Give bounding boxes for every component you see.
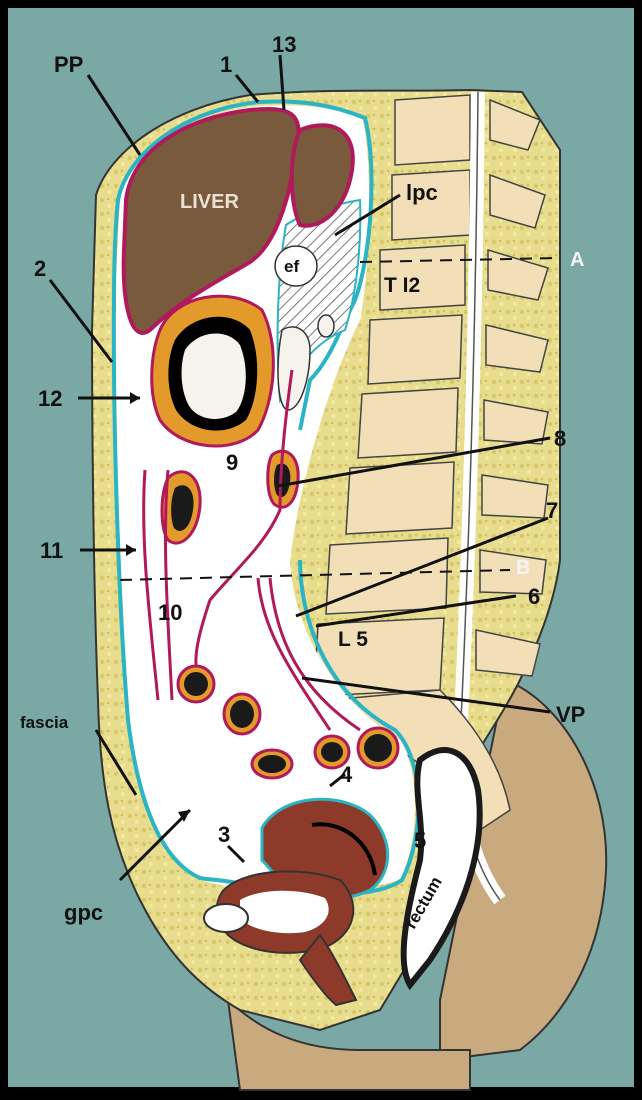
label-liver: LIVER (180, 191, 239, 213)
label-l5: L 5 (338, 628, 368, 651)
label-3: 3 (218, 822, 230, 847)
label-pp: PP (54, 52, 83, 77)
label-lpc: lpc (406, 180, 438, 205)
label-10: 10 (158, 600, 182, 625)
label-4: 4 (340, 762, 353, 787)
label-5: 5 (414, 828, 426, 853)
label-gpc: gpc (64, 900, 103, 925)
label-8: 8 (554, 426, 566, 451)
label-a: A (570, 249, 584, 271)
label-9: 9 (226, 450, 238, 475)
label-fascia: fascia (20, 713, 69, 732)
stomach-folds (182, 334, 246, 419)
aorta (318, 315, 334, 337)
label-vp: VP (556, 702, 585, 727)
label-6: 6 (528, 584, 540, 609)
label-11: 11 (40, 538, 63, 563)
label-7: 7 (546, 498, 558, 523)
label-2: 2 (34, 256, 46, 281)
label-1: 1 (220, 52, 232, 77)
label-b: B (516, 557, 530, 579)
label-t12: T I2 (384, 274, 420, 297)
label-12: 12 (38, 386, 62, 411)
pubic-symphysis (204, 904, 248, 932)
label-13: 13 (272, 32, 296, 57)
bladder-lumen (240, 891, 329, 934)
label-ef: ef (284, 257, 299, 276)
